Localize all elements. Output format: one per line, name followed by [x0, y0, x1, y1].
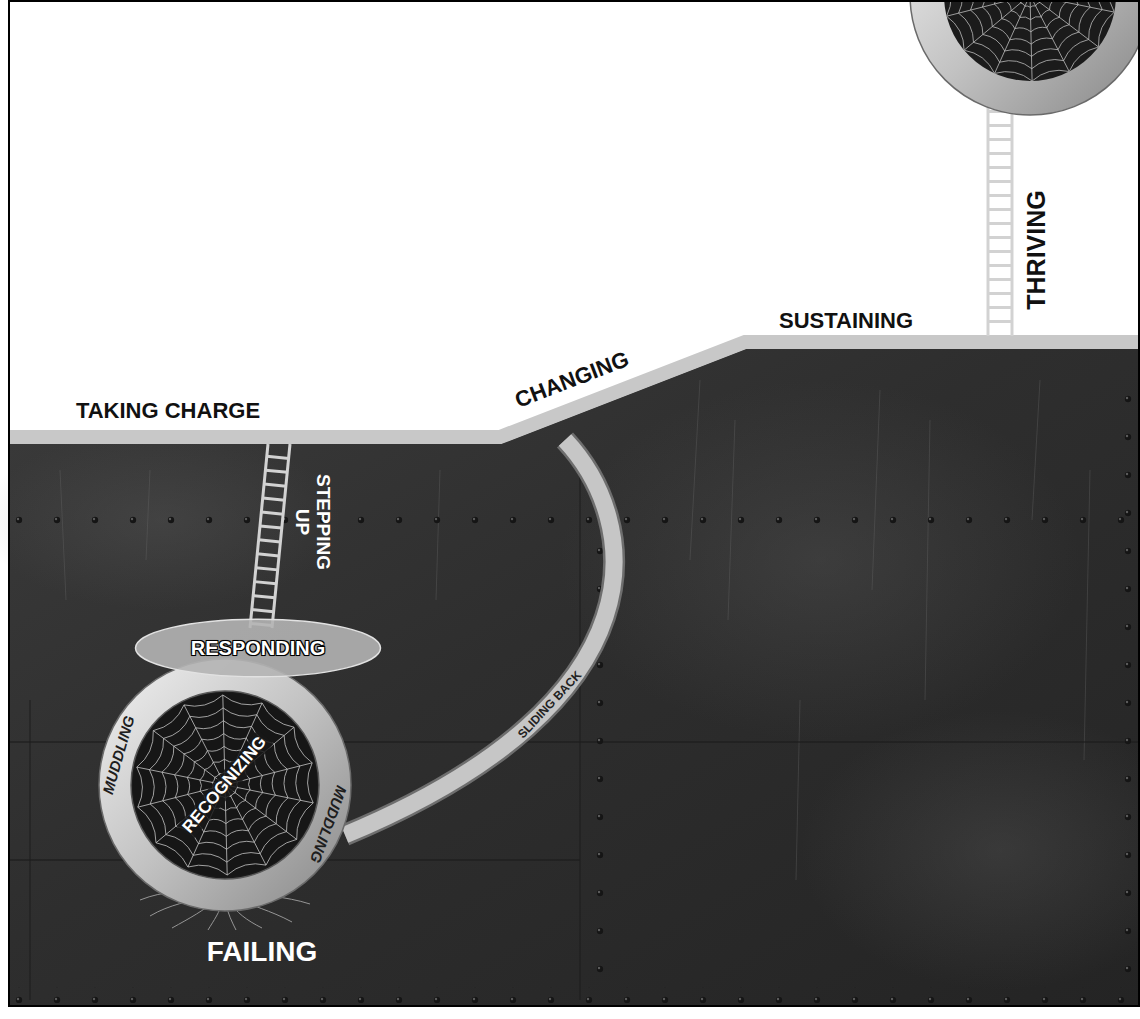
rivets	[10, 380, 1140, 1003]
ladder-label: STEPPING UP	[291, 466, 333, 578]
road	[10, 342, 1140, 437]
top-hole	[910, 0, 1140, 115]
responding-ellipse: RESPONDING	[133, 618, 383, 678]
node-text: RESPONDING	[191, 637, 325, 659]
ladder-label: THRIVING	[1023, 190, 1051, 309]
texture	[0, 380, 1140, 1000]
ladder	[250, 444, 290, 628]
stage-label: CHANGING	[512, 347, 632, 413]
stage-label: SUSTAINING	[779, 309, 913, 333]
tube-label: SLIDING BACK	[516, 669, 585, 741]
sliding-tube	[345, 440, 614, 835]
recognizing-web: RECOGNIZING	[132, 692, 318, 878]
stage-label: FAILING	[207, 937, 317, 968]
frame	[9, 1, 1139, 1006]
muddling-ring: MUDDLINGMUDDLINGRECOGNIZING	[100, 660, 350, 910]
stage-label: TAKING CHARGE	[76, 399, 260, 423]
ladder	[988, 100, 1012, 336]
